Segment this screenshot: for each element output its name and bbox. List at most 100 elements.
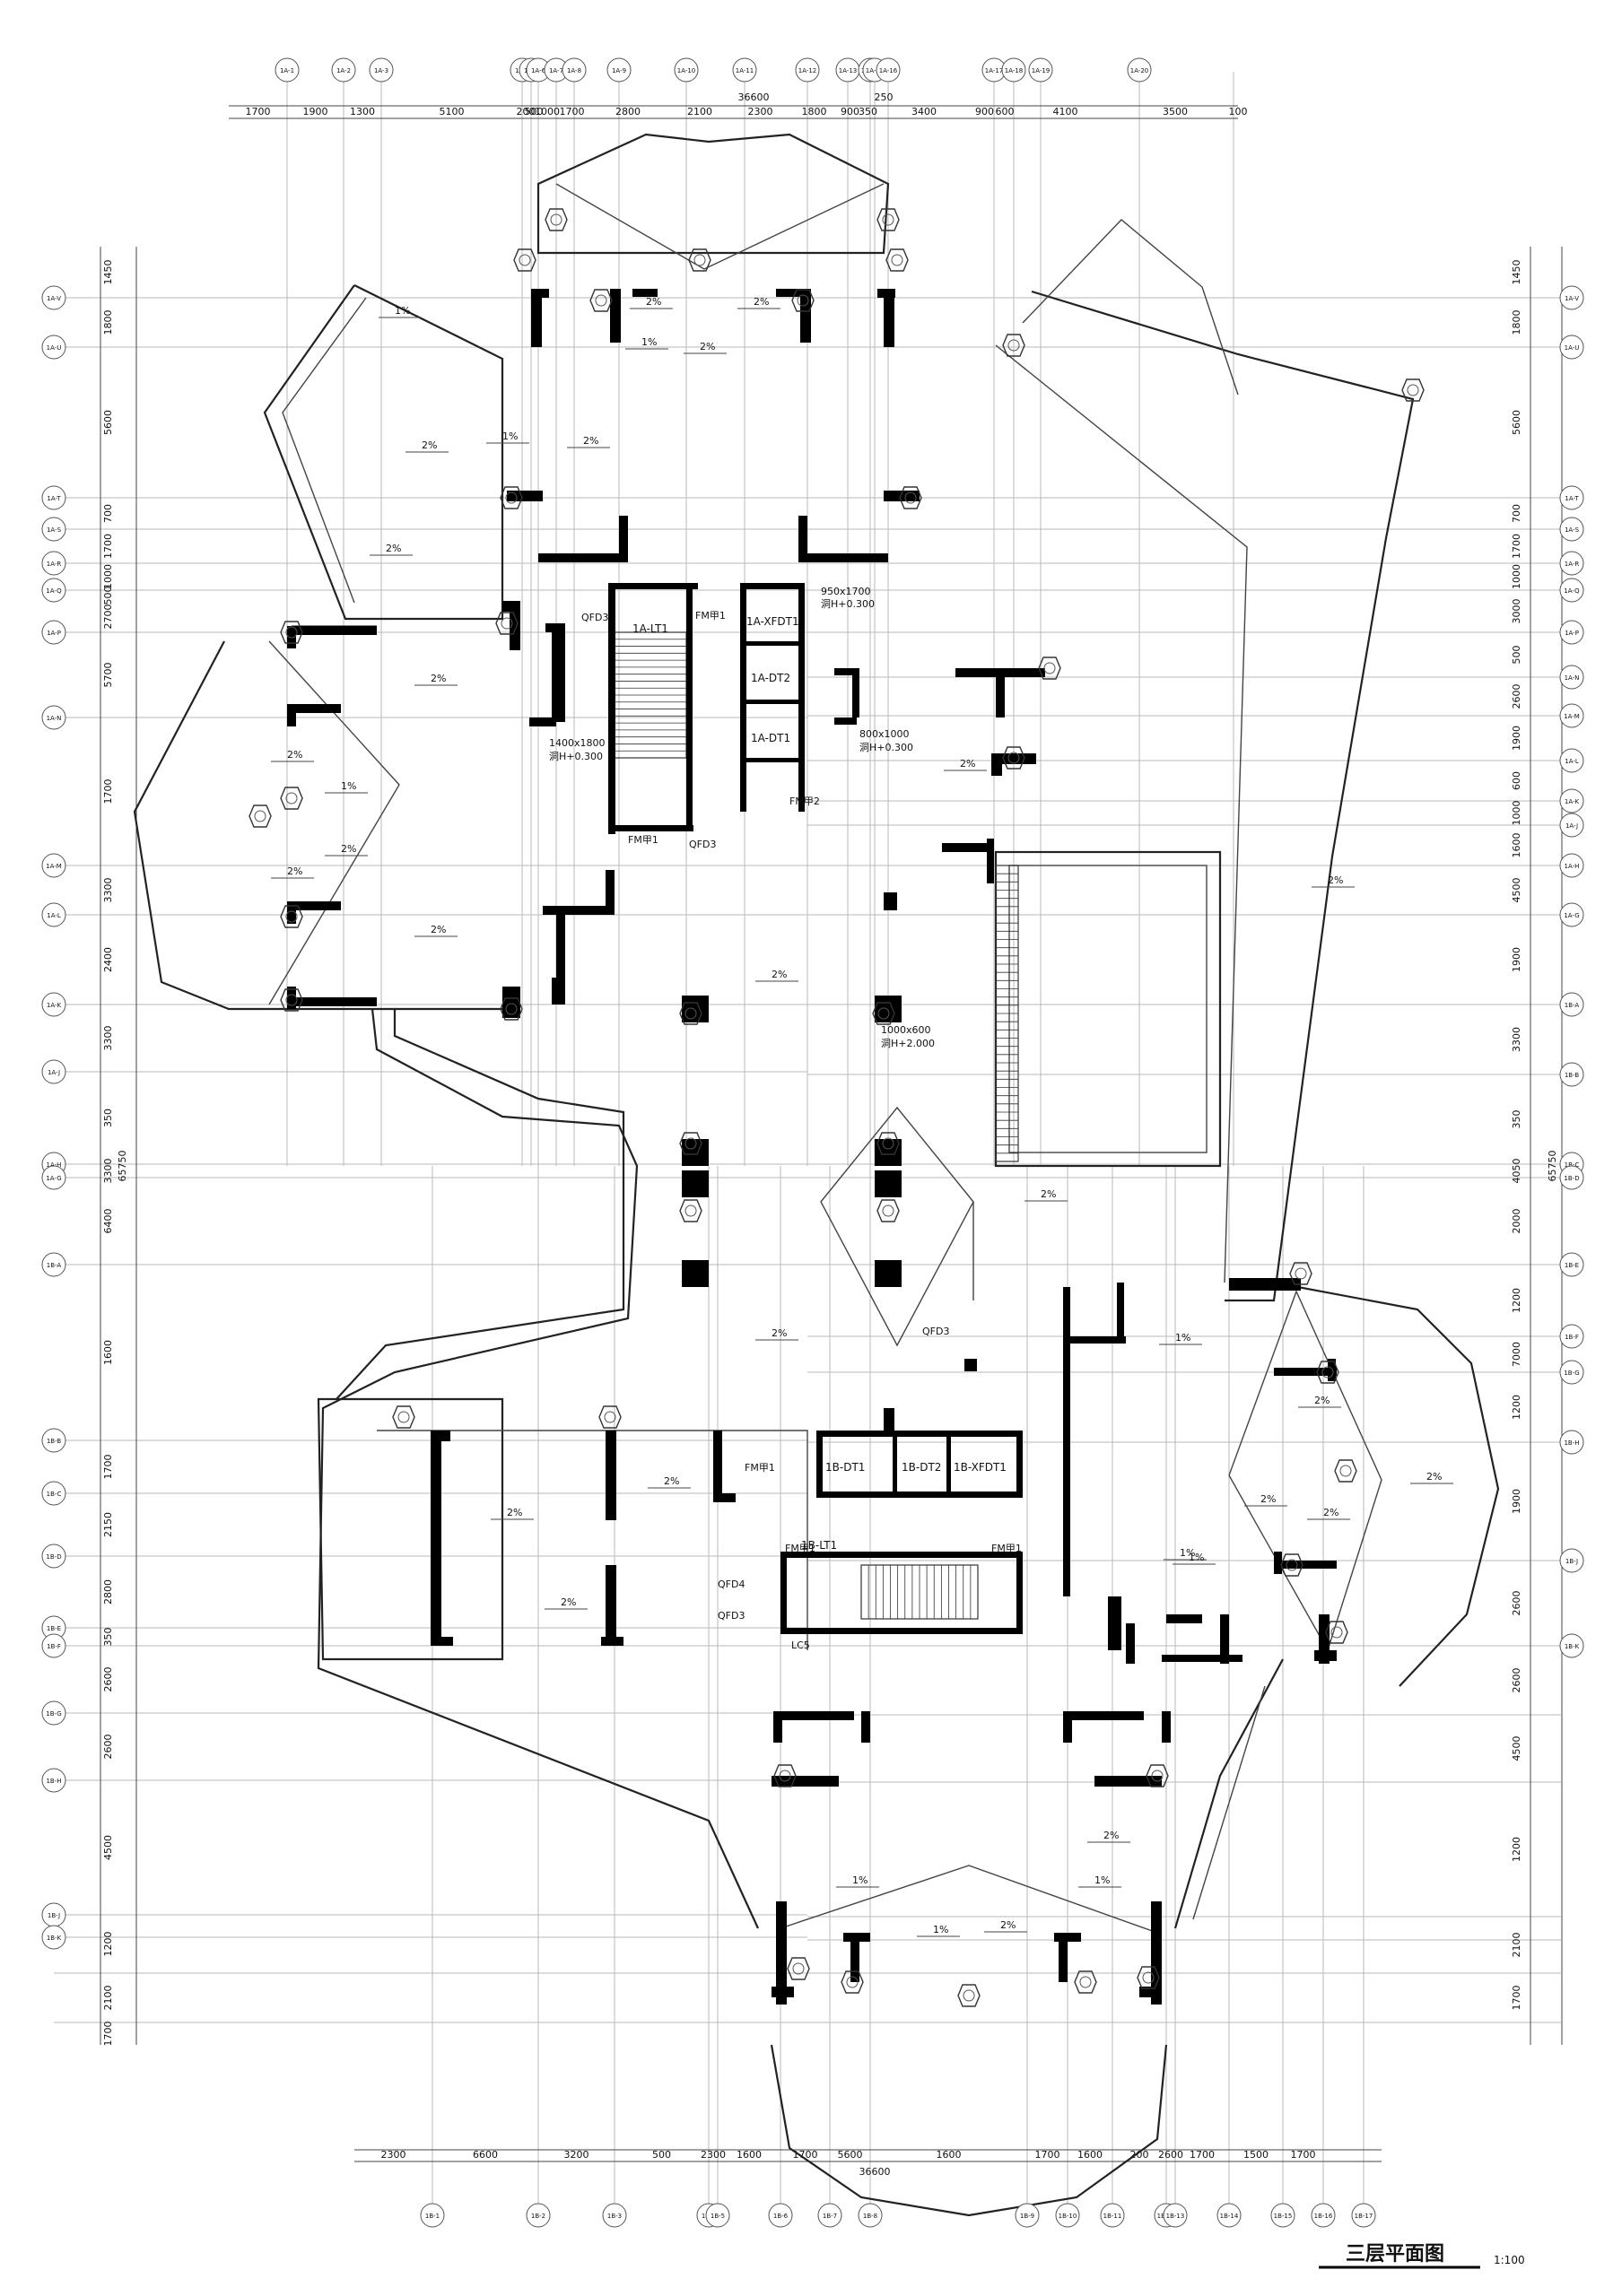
- dimension-text: 700: [102, 504, 114, 523]
- axis-bubble: 1B-B: [1559, 1062, 1584, 1087]
- dimension-text: 1000: [1511, 564, 1522, 589]
- dimension-text: 600: [1511, 771, 1522, 790]
- svg-text:1A-K: 1A-K: [1565, 798, 1580, 805]
- dimension-text: 2150: [102, 1512, 114, 1537]
- planter-symbol: [1038, 657, 1061, 680]
- svg-text:1A-15: 1A-15: [866, 67, 885, 74]
- axis-bubble: 1A-S: [1559, 517, 1584, 542]
- hole-height-tag: 洞H+0.300: [821, 598, 875, 610]
- svg-text:1A-8: 1A-8: [567, 67, 581, 74]
- slope-label: 2%: [1426, 1471, 1442, 1483]
- svg-text:1B-E: 1B-E: [1565, 1262, 1579, 1269]
- svg-text:1B-A: 1B-A: [1565, 1002, 1580, 1009]
- axis-bubble: 1A-M: [41, 853, 66, 878]
- planter-symbol: [1137, 1966, 1160, 1989]
- axis-bubble: 1A-S: [41, 517, 66, 542]
- svg-text:1B-A: 1B-A: [47, 1262, 62, 1269]
- svg-text:1B-7: 1B-7: [823, 2213, 837, 2220]
- planter-symbol: [688, 248, 711, 272]
- svg-text:1A-10: 1A-10: [677, 67, 696, 74]
- planter-symbol: [679, 1199, 702, 1222]
- planter-symbol: [899, 486, 922, 509]
- drawing-title-block: 三层平面图 1:100: [1319, 2243, 1525, 2269]
- dimension-text: 6600: [473, 2149, 498, 2161]
- dimension-text: 2600: [102, 1735, 114, 1760]
- svg-text:1B-8: 1B-8: [863, 2213, 877, 2220]
- axis-bubble: 1B-G: [41, 1700, 66, 1726]
- dimension-text: 1600: [102, 1340, 114, 1365]
- svg-text:1B-K: 1B-K: [1565, 1643, 1580, 1650]
- slope-label: 2%: [754, 296, 769, 308]
- axis-bubbles: 1A-11A-21A-31A-41A-51A-61A-71A-81A-91A-1…: [41, 57, 1584, 2228]
- dimension-text: 100: [1229, 106, 1248, 117]
- planter-symbol: [885, 248, 909, 272]
- axis-bubble: 1B-D: [41, 1544, 66, 1569]
- axis-bubble: 1A-K: [1559, 788, 1584, 813]
- stair-b-label: 1B-LT1: [801, 1539, 837, 1552]
- slope-label: 2%: [646, 296, 661, 308]
- planter-symbol: [280, 787, 303, 810]
- axis-bubble: 1B-A: [41, 1252, 66, 1277]
- dimension-text: 4500: [1511, 1736, 1522, 1761]
- svg-text:1B-11: 1B-11: [1103, 2213, 1122, 2220]
- planter-symbol: [1002, 746, 1025, 770]
- planter-symbol: [1280, 1553, 1303, 1577]
- svg-text:1B-H: 1B-H: [46, 1778, 61, 1785]
- svg-text:1A-7: 1A-7: [549, 67, 563, 74]
- planter-symbol: [1334, 1459, 1357, 1483]
- svg-text:1A-N: 1A-N: [1565, 674, 1580, 682]
- planter-symbol: [598, 1405, 622, 1429]
- dimension-text: 5700: [102, 663, 114, 688]
- svg-text:1A-L: 1A-L: [1565, 758, 1579, 765]
- svg-text:1A-U: 1A-U: [47, 344, 62, 352]
- axis-bubble: 1A-Q: [41, 578, 66, 603]
- qfd-tag: QFD3: [922, 1326, 949, 1337]
- planter-symbol: [1146, 1764, 1169, 1787]
- svg-text:1B-B: 1B-B: [1565, 1072, 1580, 1079]
- axis-bubble: 1B-A: [1559, 992, 1584, 1017]
- planter-symbol: [872, 1002, 895, 1025]
- fire-door-tag: FM甲1: [745, 1462, 775, 1474]
- dimension-text: 1700: [102, 2022, 114, 2047]
- dimension-text: 350: [859, 106, 877, 117]
- dimension-text: 600: [996, 106, 1015, 117]
- svg-text:1B-F: 1B-F: [1565, 1334, 1579, 1341]
- dimension-text: 1200: [102, 1932, 114, 1957]
- dimension-text: 1700: [1511, 1986, 1522, 2011]
- planter-symbol: [876, 208, 900, 231]
- svg-text:1B-B: 1B-B: [47, 1438, 62, 1445]
- dimension-text: 2100: [687, 106, 712, 117]
- drawing-title: 三层平面图: [1346, 2243, 1444, 2266]
- axis-bubble: 1A-8: [562, 57, 587, 83]
- svg-text:1B-13: 1B-13: [1166, 2213, 1185, 2220]
- axis-bubble: 1A-T: [41, 485, 66, 510]
- planter-symbol: [1289, 1262, 1312, 1285]
- slope-label: 2%: [287, 865, 302, 877]
- svg-text:1A-M: 1A-M: [46, 863, 62, 870]
- vertical-grid-lines: [286, 72, 1365, 2206]
- svg-text:1B-2: 1B-2: [531, 2213, 545, 2220]
- dimension-text: 1600: [737, 2149, 762, 2161]
- planter-symbol: [787, 1957, 810, 1980]
- elevator-a1-label: 1A-XFDT1: [746, 615, 799, 628]
- dimension-text: 700: [1511, 504, 1522, 523]
- axis-bubble: 1B-G: [1559, 1360, 1584, 1385]
- axis-bubble: 1A-K: [41, 992, 66, 1017]
- svg-text:1A-G: 1A-G: [46, 1175, 61, 1182]
- axis-bubble: 1A-16: [876, 57, 901, 83]
- svg-text:1B-K: 1B-K: [47, 1935, 62, 1942]
- axis-bubble: 1B-B: [41, 1428, 66, 1453]
- planter-symbol: [280, 905, 303, 928]
- dimension-text: 250: [875, 91, 894, 103]
- svg-text:1A-Q: 1A-Q: [46, 587, 62, 595]
- slope-annotations: 2%2%2%1%2%2%2%2%2%1%2%2%2%2%2%2%2%1%2%2%…: [271, 296, 1453, 1937]
- dimension-text: 3300: [102, 878, 114, 903]
- dimension-text: 1900: [303, 106, 328, 117]
- room-labels: 1A-LT1 1A-XFDT1 1A-DT2 1A-DT1 1B-LT1 1B-…: [632, 615, 1007, 1552]
- planter-symbol: [876, 1132, 900, 1155]
- slope-label: 2%: [431, 673, 446, 684]
- dimension-text: 2800: [615, 106, 641, 117]
- svg-text:1B-1: 1B-1: [425, 2213, 440, 2220]
- dimension-text: 4500: [1511, 878, 1522, 903]
- dimension-text: 350: [1511, 1110, 1522, 1129]
